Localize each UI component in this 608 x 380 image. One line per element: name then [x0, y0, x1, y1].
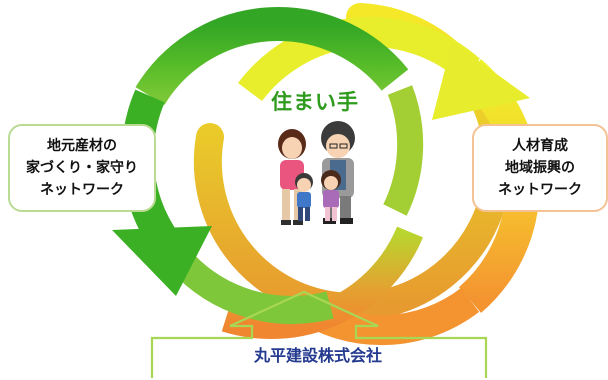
boy-figure: [295, 173, 313, 221]
left-arrowhead: [112, 226, 212, 296]
center-title: 住まい手: [271, 90, 359, 114]
right-box-line-1: 人材育成: [512, 138, 568, 154]
left-box-line-2: 家づくり・家守り: [26, 160, 138, 176]
right-box-line-3: ネットワーク: [498, 182, 582, 198]
left-box-line-1: 地元産材の: [47, 138, 117, 154]
company-arrow-frame: [150, 290, 488, 378]
company-name: 丸平建設株式会社: [253, 346, 382, 365]
family-illustration: [278, 121, 355, 225]
right-arrowhead: [432, 42, 530, 120]
right-network-box: 人材育成 地域振興の ネットワーク: [472, 124, 608, 212]
right-box-line-2: 地域振興の: [505, 160, 575, 176]
girl-figure: [321, 170, 341, 221]
right-ring-arrow: [193, 3, 540, 346]
left-network-box: 地元産材の 家づくり・家守り ネットワーク: [8, 124, 156, 212]
left-box-line-3: ネットワーク: [40, 182, 124, 198]
